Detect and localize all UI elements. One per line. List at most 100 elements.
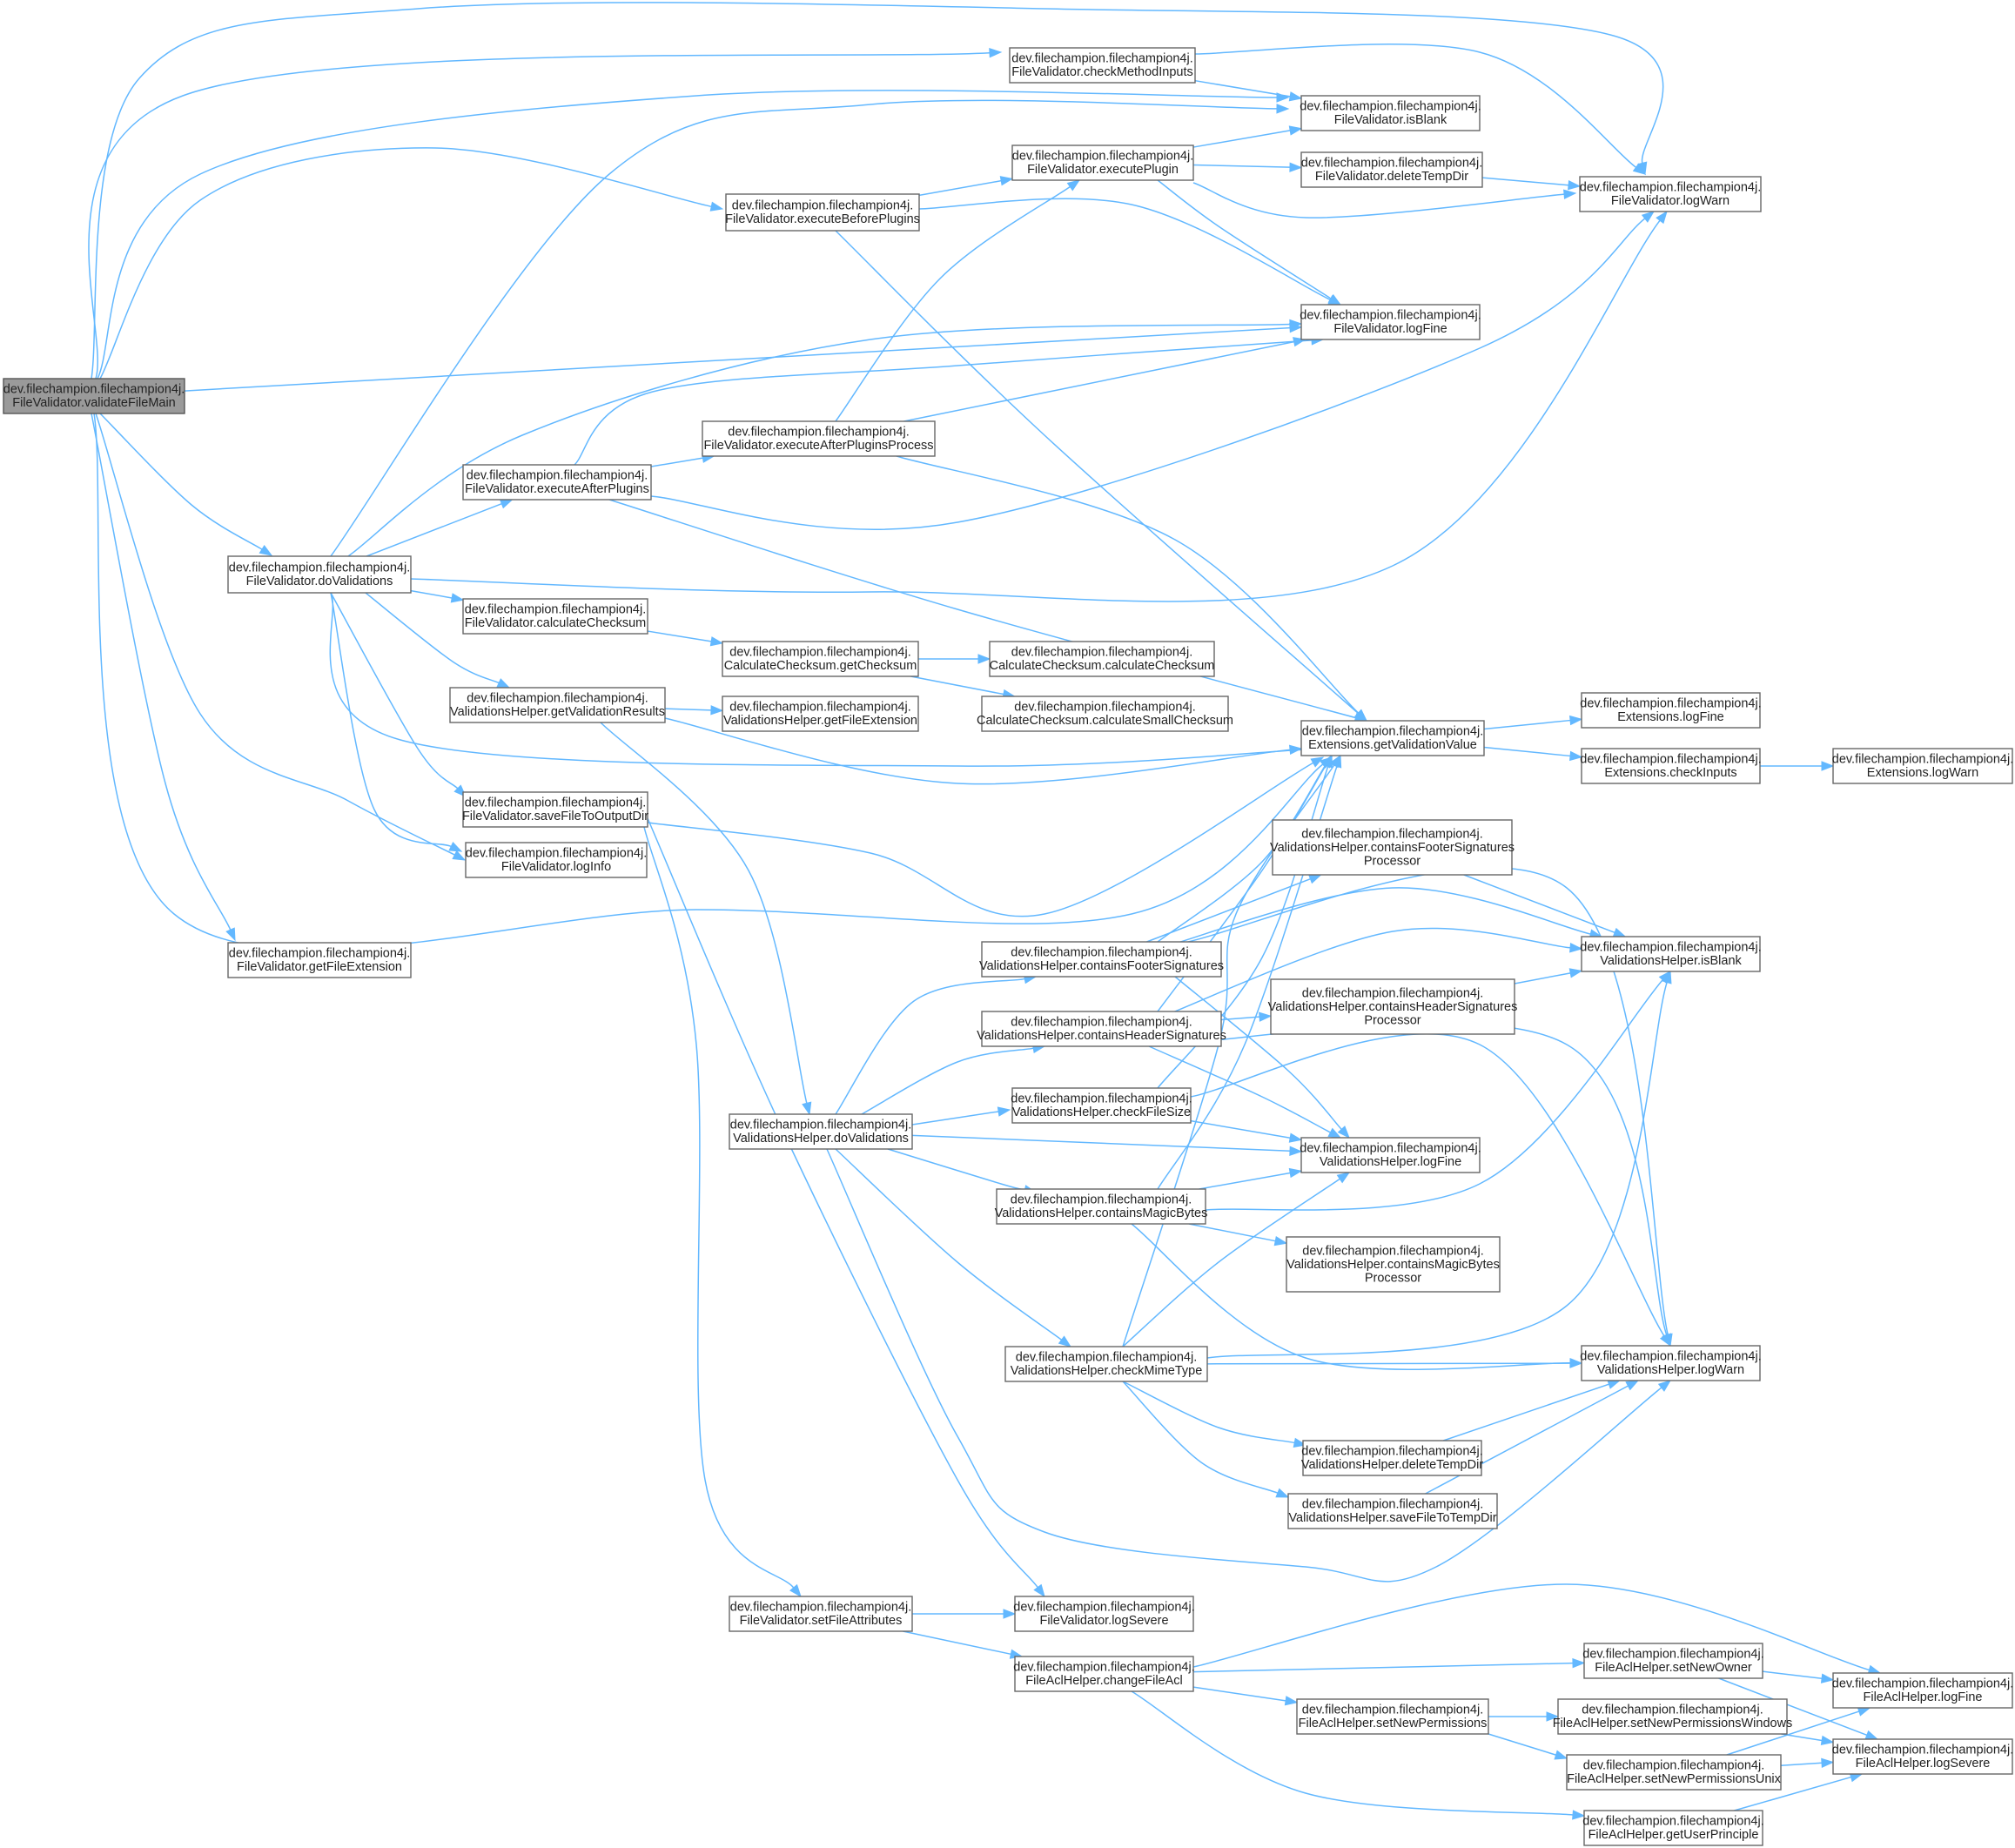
node-box[interactable] (722, 641, 919, 677)
node-box[interactable] (1579, 176, 1762, 212)
function-node[interactable]: dev.filechampion.filechampion4j.FileVali… (1579, 176, 1762, 212)
node-box[interactable] (1296, 1698, 1489, 1735)
function-node[interactable]: dev.filechampion.filechampion4j.Validati… (449, 687, 666, 723)
function-node[interactable]: dev.filechampion.filechampion4j.FileVali… (227, 942, 412, 978)
function-node[interactable]: dev.filechampion.filechampion4j.Validati… (1580, 1345, 1762, 1381)
function-node[interactable]: dev.filechampion.filechampion4j.FileAclH… (1582, 1643, 1764, 1679)
function-node[interactable]: dev.filechampion.filechampion4j.Validati… (995, 1188, 1208, 1225)
node-box[interactable] (1300, 95, 1481, 131)
node-box[interactable] (1011, 1087, 1192, 1124)
node-box[interactable] (1581, 748, 1761, 784)
root-node[interactable]: dev.filechampion.filechampion4j.FileVali… (3, 378, 185, 414)
node-box[interactable] (1270, 978, 1515, 1035)
node-box[interactable] (449, 687, 666, 723)
node-box[interactable] (1300, 304, 1481, 340)
function-node[interactable]: dev.filechampion.filechampion4j.Validati… (722, 696, 919, 732)
function-node[interactable]: dev.filechampion.filechampion4j.Validati… (1004, 1346, 1208, 1382)
function-node[interactable]: dev.filechampion.filechampion4j.FileAclH… (1582, 1810, 1764, 1846)
function-node[interactable]: dev.filechampion.filechampion4j.FileVali… (227, 555, 412, 594)
node-box[interactable] (996, 1188, 1206, 1225)
function-node[interactable]: dev.filechampion.filechampion4j.FileVali… (729, 1596, 913, 1632)
node-box[interactable] (465, 842, 648, 878)
function-node[interactable]: dev.filechampion.filechampion4j.FileVali… (1009, 47, 1196, 84)
function-node[interactable]: dev.filechampion.filechampion4j.FileVali… (465, 842, 648, 878)
function-node[interactable]: dev.filechampion.filechampion4j.Validati… (1287, 1493, 1498, 1529)
function-node[interactable]: dev.filechampion.filechampion4j.Calculat… (722, 641, 919, 677)
function-node[interactable]: dev.filechampion.filechampion4j.FileVali… (1013, 1596, 1195, 1632)
node-box[interactable] (227, 942, 412, 978)
node-box[interactable] (981, 941, 1222, 978)
node-box[interactable] (1004, 1346, 1208, 1382)
node-box[interactable] (1302, 1440, 1482, 1476)
node-box[interactable] (981, 696, 1229, 732)
node-box[interactable] (3, 378, 185, 414)
node-box[interactable] (1287, 1493, 1498, 1529)
node-box[interactable] (1583, 1810, 1763, 1846)
node-box[interactable] (1581, 692, 1761, 729)
node-box[interactable] (1300, 1137, 1481, 1173)
function-node[interactable]: dev.filechampion.filechampion4j.FileVali… (462, 464, 652, 501)
node-box[interactable] (1581, 1345, 1761, 1381)
function-node[interactable]: dev.filechampion.filechampion4j.FileVali… (702, 420, 936, 457)
function-node[interactable]: dev.filechampion.filechampion4j.Validati… (729, 1113, 913, 1150)
function-node[interactable]: dev.filechampion.filechampion4j.Calculat… (977, 696, 1233, 732)
function-node[interactable]: dev.filechampion.filechampion4j.Extensio… (1832, 748, 2014, 784)
function-node[interactable]: dev.filechampion.filechampion4j.FileVali… (462, 791, 648, 828)
node-box[interactable] (462, 464, 652, 501)
node-box[interactable] (1557, 1698, 1788, 1735)
function-node[interactable]: dev.filechampion.filechampion4j.FileVali… (1300, 151, 1483, 188)
function-node[interactable]: dev.filechampion.filechampion4j.FileVali… (462, 598, 648, 635)
node-box[interactable] (1832, 1672, 2013, 1709)
node-label: dev.filechampion.filechampion4j. (465, 796, 647, 810)
node-box[interactable] (1014, 1596, 1194, 1632)
node-box[interactable] (989, 641, 1215, 677)
node-box[interactable] (1014, 1656, 1194, 1692)
function-node[interactable]: dev.filechampion.filechampion4j.Validati… (1268, 978, 1518, 1035)
function-node[interactable]: dev.filechampion.filechampion4j.Validati… (1286, 1236, 1501, 1293)
node-box[interactable] (1583, 1643, 1763, 1679)
node-box[interactable] (1566, 1754, 1782, 1791)
function-node[interactable]: dev.filechampion.filechampion4j.Extensio… (1580, 692, 1762, 729)
function-node[interactable]: dev.filechampion.filechampion4j.FileAclH… (1553, 1698, 1793, 1735)
function-node[interactable]: dev.filechampion.filechampion4j.FileVali… (1300, 304, 1481, 340)
function-node[interactable]: dev.filechampion.filechampion4j.FileAclH… (1013, 1656, 1195, 1692)
node-box[interactable] (462, 598, 648, 635)
function-node[interactable]: dev.filechampion.filechampion4j.FileAclH… (1566, 1754, 1782, 1791)
function-node[interactable]: dev.filechampion.filechampion4j.Extensio… (1300, 720, 1485, 756)
node-box[interactable] (725, 193, 920, 232)
function-node[interactable]: dev.filechampion.filechampion4j.Validati… (1011, 1087, 1192, 1124)
function-node[interactable]: dev.filechampion.filechampion4j.Validati… (1270, 819, 1515, 876)
edge-line (1190, 1032, 1665, 1337)
function-node[interactable]: dev.filechampion.filechampion4j.FileVali… (725, 193, 920, 232)
function-node[interactable]: dev.filechampion.filechampion4j.Validati… (977, 1011, 1226, 1047)
node-box[interactable] (729, 1113, 913, 1150)
function-node[interactable]: dev.filechampion.filechampion4j.Validati… (1301, 1440, 1483, 1476)
node-box[interactable] (1581, 936, 1761, 972)
node-box[interactable] (1300, 151, 1483, 188)
edge-line (647, 630, 712, 642)
node-label: FileValidator.validateFileMain (12, 396, 176, 410)
node-box[interactable] (1272, 819, 1513, 876)
node-box[interactable] (702, 420, 936, 457)
node-box[interactable] (729, 1596, 913, 1632)
node-box[interactable] (1832, 1738, 2013, 1775)
function-node[interactable]: dev.filechampion.filechampion4j.Calculat… (989, 641, 1215, 677)
function-node[interactable]: dev.filechampion.filechampion4j.FileAclH… (1832, 1738, 2014, 1775)
node-box[interactable] (227, 555, 412, 594)
function-node[interactable]: dev.filechampion.filechampion4j.FileVali… (1300, 95, 1481, 131)
function-node[interactable]: dev.filechampion.filechampion4j.FileAclH… (1296, 1698, 1489, 1735)
function-node[interactable]: dev.filechampion.filechampion4j.Extensio… (1580, 748, 1762, 784)
node-box[interactable] (1300, 720, 1485, 756)
function-node[interactable]: dev.filechampion.filechampion4j.FileVali… (1011, 144, 1194, 181)
function-node[interactable]: dev.filechampion.filechampion4j.FileAclH… (1832, 1672, 2014, 1709)
node-box[interactable] (722, 696, 919, 732)
function-node[interactable]: dev.filechampion.filechampion4j.Validati… (1580, 936, 1762, 972)
node-box[interactable] (981, 1011, 1222, 1047)
node-box[interactable] (1009, 47, 1196, 84)
function-node[interactable]: dev.filechampion.filechampion4j.Validati… (1300, 1137, 1481, 1173)
node-box[interactable] (462, 791, 648, 828)
node-box[interactable] (1832, 748, 2013, 784)
node-box[interactable] (1011, 144, 1194, 181)
function-node[interactable]: dev.filechampion.filechampion4j.Validati… (979, 941, 1224, 978)
node-box[interactable] (1286, 1236, 1501, 1293)
